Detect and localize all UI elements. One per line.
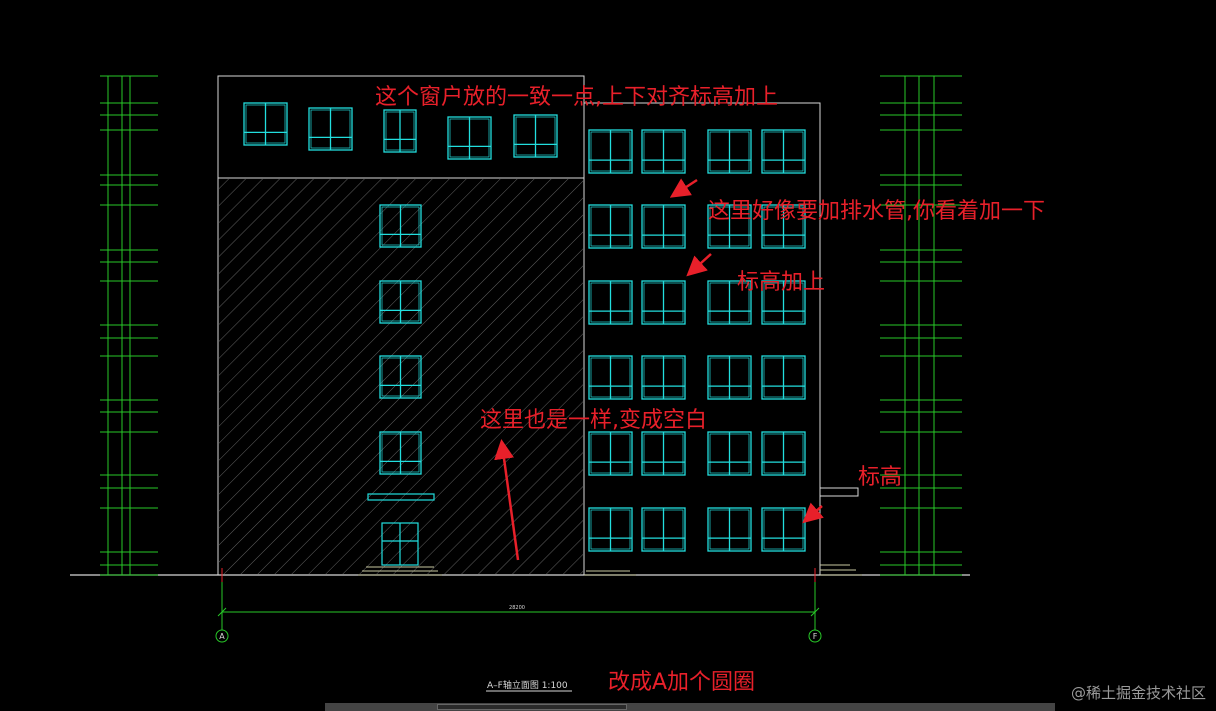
window bbox=[761, 355, 806, 400]
window bbox=[383, 109, 417, 153]
total-dimension-text: 28200 bbox=[509, 605, 525, 611]
window bbox=[379, 204, 422, 248]
window bbox=[588, 129, 633, 174]
window bbox=[707, 204, 752, 249]
window bbox=[707, 355, 752, 400]
left-dimension-lines bbox=[100, 75, 158, 576]
watermark: @稀土掘金技术社区 bbox=[1070, 684, 1206, 702]
drawing-title: A–F轴立面图 1:100 bbox=[487, 679, 568, 691]
window bbox=[641, 355, 686, 400]
window bbox=[761, 507, 806, 552]
bottom-dimension bbox=[217, 578, 820, 630]
axis-label-a: A bbox=[219, 632, 225, 641]
axis-marker-a: A bbox=[215, 629, 229, 643]
scrollbar-thumb[interactable] bbox=[437, 704, 627, 710]
window bbox=[588, 507, 633, 552]
window bbox=[379, 431, 422, 475]
annotation-elevation-add: 标高加上 bbox=[737, 270, 826, 295]
window bbox=[447, 116, 492, 160]
axis-label-f: F bbox=[813, 632, 818, 641]
windows bbox=[243, 102, 806, 552]
entrance bbox=[367, 493, 435, 566]
window bbox=[707, 129, 752, 174]
window bbox=[513, 114, 558, 158]
window bbox=[707, 507, 752, 552]
right-dimension-lines bbox=[880, 75, 962, 576]
window bbox=[761, 280, 806, 325]
window bbox=[588, 204, 633, 249]
window bbox=[641, 129, 686, 174]
window bbox=[641, 204, 686, 249]
annotation-axis-circle: 改成A加个圆圈 bbox=[608, 670, 756, 695]
window bbox=[761, 204, 806, 249]
axis-red-ticks bbox=[221, 568, 816, 582]
annotation-arrows bbox=[494, 178, 824, 561]
window bbox=[588, 355, 633, 400]
window bbox=[588, 431, 633, 476]
window bbox=[641, 280, 686, 325]
side-canopy bbox=[819, 487, 859, 497]
horizontal-scrollbar[interactable] bbox=[325, 703, 1055, 711]
steps bbox=[358, 564, 862, 576]
window bbox=[641, 431, 686, 476]
axis-marker-f: F bbox=[808, 629, 822, 643]
window bbox=[707, 431, 752, 476]
window bbox=[243, 102, 288, 146]
window bbox=[641, 507, 686, 552]
annotation-same-blank: 这里也是一样,变成空白 bbox=[480, 408, 707, 433]
annotation-elevation: 标高 bbox=[858, 465, 903, 490]
window bbox=[379, 280, 422, 324]
window bbox=[588, 280, 633, 325]
window bbox=[761, 431, 806, 476]
window bbox=[308, 107, 353, 151]
annotation-window-align: 这个窗户放的一致一点,上下对齐标高加上 bbox=[375, 85, 778, 110]
window bbox=[379, 355, 422, 399]
window bbox=[761, 129, 806, 174]
annotation-drain-pipe: 这里好像要加排水管,你看着加一下 bbox=[708, 199, 1045, 224]
window bbox=[707, 280, 752, 325]
